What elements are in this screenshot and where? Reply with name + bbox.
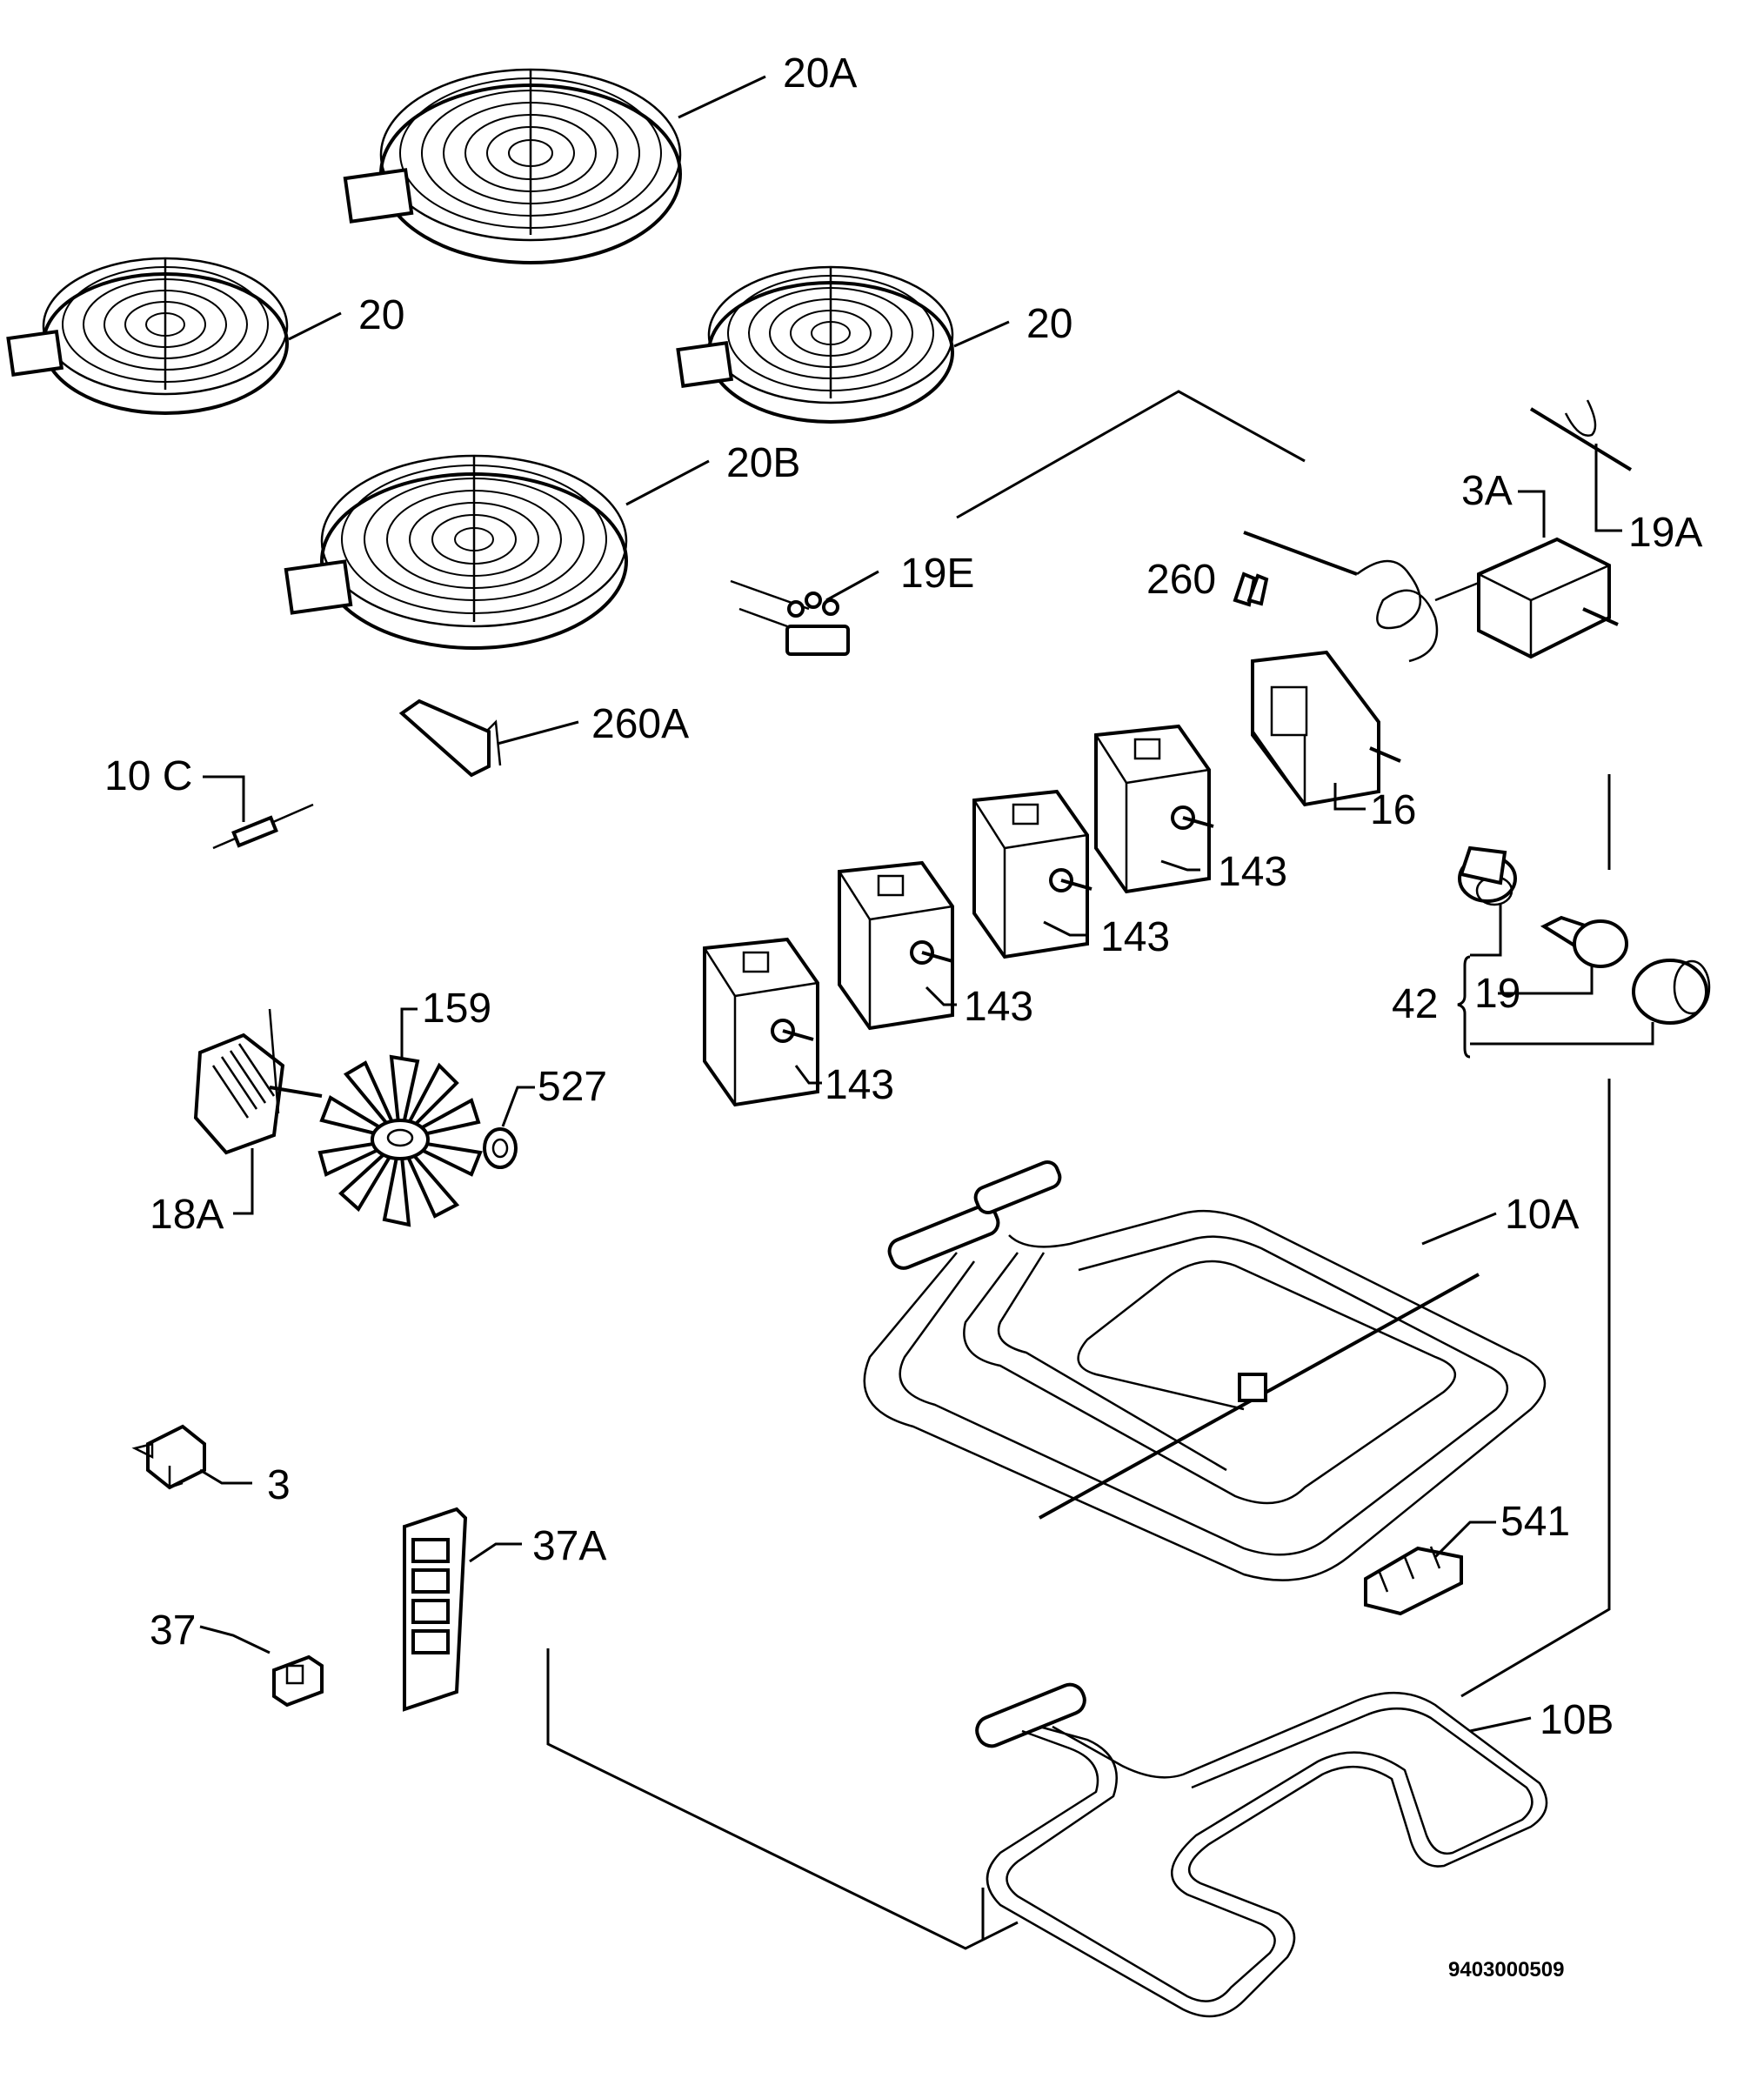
label-541: 541 <box>1500 1499 1570 1545</box>
part-37a-terminal-block <box>403 1507 468 1712</box>
part-19e <box>730 579 850 656</box>
regulator-143-b <box>972 789 1092 959</box>
hotplate-20b <box>284 454 628 650</box>
label-10b: 10B <box>1540 1697 1614 1743</box>
regulator-143-a <box>1094 724 1214 894</box>
hotplate-20-right <box>676 265 954 424</box>
label-19e: 19E <box>900 551 974 597</box>
part-3a-thermostat <box>1243 531 1619 663</box>
label-19: 19 <box>1474 971 1520 1017</box>
label-20-left: 20 <box>358 292 404 338</box>
label-143-c: 143 <box>964 984 1033 1030</box>
label-20b: 20B <box>726 440 800 486</box>
part-541-clip <box>1364 1546 1463 1616</box>
regulator-143-d <box>703 937 819 1107</box>
label-10c: 10 C <box>104 753 192 799</box>
label-260: 260 <box>1146 557 1216 603</box>
part-10a-grill-element <box>863 1160 1547 1581</box>
label-143-d: 143 <box>825 1062 894 1108</box>
label-19a: 19A <box>1628 510 1702 556</box>
label-10a: 10A <box>1505 1192 1579 1238</box>
drawing-number: 9403000509 <box>1448 1958 1564 1982</box>
part-19-bulb <box>1540 915 1628 968</box>
label-20a: 20A <box>783 50 857 97</box>
part-260a <box>398 698 502 778</box>
part-10c-fuse <box>212 803 314 850</box>
hotplate-20-left <box>6 257 289 415</box>
label-527: 527 <box>538 1064 607 1110</box>
part-lamp-holder <box>1458 845 1517 906</box>
group-bracket-top <box>956 390 1306 519</box>
label-37a: 37A <box>532 1523 606 1569</box>
part-159-fan-blade <box>317 1054 483 1227</box>
label-3a: 3A <box>1461 468 1513 514</box>
hotplate-20a <box>343 68 682 264</box>
part-10b-bottom-element <box>975 1682 1548 2018</box>
label-16: 16 <box>1370 787 1416 833</box>
label-3: 3 <box>267 1462 291 1508</box>
part-19a-sensor <box>1529 399 1633 471</box>
label-37: 37 <box>150 1607 196 1654</box>
label-20-right: 20 <box>1026 301 1072 347</box>
label-42: 42 <box>1392 981 1438 1027</box>
label-159: 159 <box>422 986 491 1032</box>
group-bracket-bottom <box>546 1648 1019 1950</box>
part-18a-fan-motor <box>193 1008 323 1155</box>
part-37-switch <box>272 1654 324 1708</box>
part-16-selector <box>1251 650 1401 807</box>
regulator-143-c <box>838 860 954 1031</box>
brace-42 <box>1457 955 1471 1059</box>
part-3-thermostat <box>131 1424 206 1490</box>
label-18a: 18A <box>150 1192 224 1238</box>
guide-line-lower <box>1460 1079 1611 1698</box>
label-143-b: 143 <box>1100 914 1170 960</box>
label-143-a: 143 <box>1218 849 1287 895</box>
part-527-nut <box>483 1127 518 1169</box>
label-260a: 260A <box>591 701 689 747</box>
part-260 <box>1233 571 1269 607</box>
part-lamp-cover <box>1632 959 1711 1025</box>
